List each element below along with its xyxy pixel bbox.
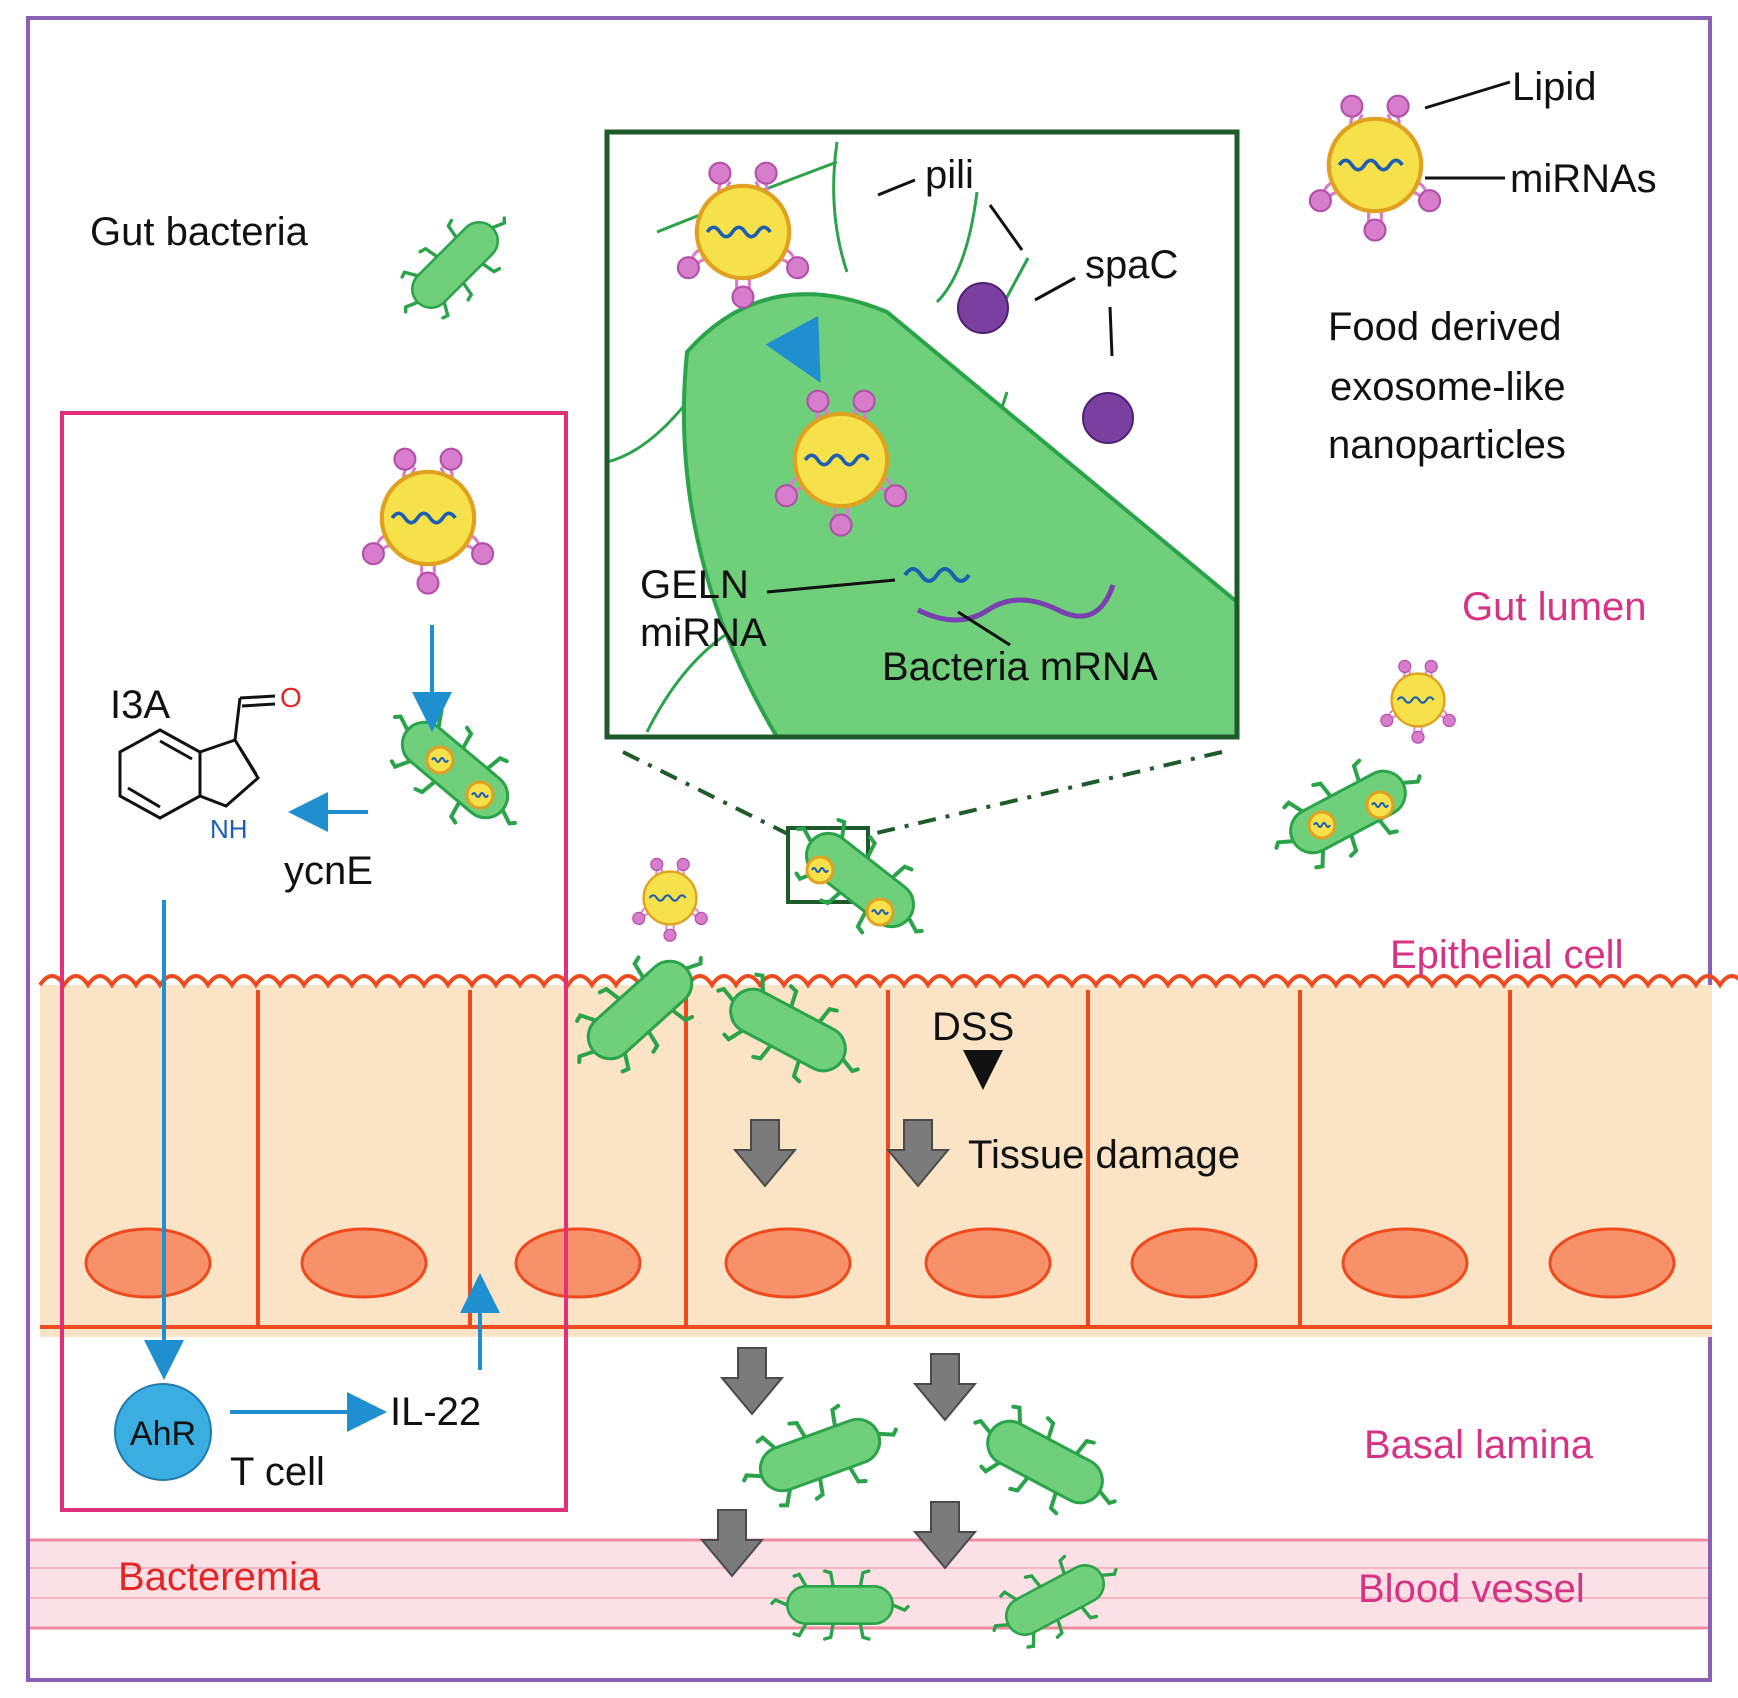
ycne-label: ycnE — [284, 849, 373, 893]
nanoparticle-in-bacterium — [1307, 810, 1337, 840]
nucleus — [300, 1227, 428, 1299]
t-cell-label: T cell — [230, 1450, 325, 1494]
i3a-label: I3A — [110, 683, 170, 727]
nanoparticle-in-bacterium — [1365, 790, 1395, 820]
nh-label: NH — [210, 814, 248, 844]
mirna-label: miRNA — [640, 611, 767, 655]
il22-label: IL-22 — [390, 1390, 481, 1434]
nucleus — [514, 1227, 642, 1299]
pili-label: pili — [925, 153, 974, 197]
geln-label: GELN — [640, 563, 749, 607]
spac-protein-icon — [957, 257, 1134, 444]
nanoparticle-in-bacterium — [865, 897, 895, 927]
basal-lamina-label: Basal lamina — [1364, 1423, 1594, 1467]
spac-label: spaC — [1085, 243, 1178, 287]
lipid-label: Lipid — [1512, 65, 1597, 109]
pathway-arrows — [144, 625, 500, 1432]
bacteria-mrna-strand — [916, 584, 1116, 623]
epithelium — [38, 974, 1738, 1337]
bacteremia-label: Bacteremia — [118, 1555, 321, 1599]
nucleus — [724, 1227, 852, 1299]
oxygen-label: O — [280, 682, 302, 713]
exosome-like-label: exosome-like — [1330, 365, 1566, 409]
nucleus — [84, 1227, 212, 1299]
nucleus — [924, 1227, 1052, 1299]
nucleus — [1548, 1227, 1676, 1299]
geln-mirna-strand — [903, 567, 971, 583]
nucleus — [1341, 1227, 1469, 1299]
mirnas-label: miRNAs — [1510, 157, 1657, 201]
epithelial-cell-label: Epithelial cell — [1390, 933, 1623, 977]
pathway-box — [60, 411, 568, 1512]
nanoparticle-in-bacterium — [425, 745, 455, 775]
dss-label: DSS — [932, 1005, 1014, 1049]
ahr-receptor-icon — [114, 1383, 212, 1481]
nanoparticle-in-bacterium — [805, 855, 835, 885]
gut-lumen-label: Gut lumen — [1462, 585, 1647, 629]
uptake-arrow — [765, 315, 821, 383]
food-derived-label: Food derived — [1328, 305, 1561, 349]
nucleus — [1130, 1227, 1258, 1299]
ahr-label: AhR — [130, 1415, 196, 1453]
tissue-damage-label: Tissue damage — [968, 1133, 1240, 1177]
leader-lines — [766, 80, 1511, 647]
bacteria-mrna-label: Bacteria mRNA — [882, 645, 1158, 689]
i3a-structure — [118, 694, 276, 820]
nanoparticles-label: nanoparticles — [1328, 423, 1566, 467]
gut-bacteria-label: Gut bacteria — [90, 210, 309, 254]
blood-vessel-label: Blood vessel — [1358, 1567, 1585, 1611]
nanoparticle-in-bacterium — [465, 780, 495, 810]
